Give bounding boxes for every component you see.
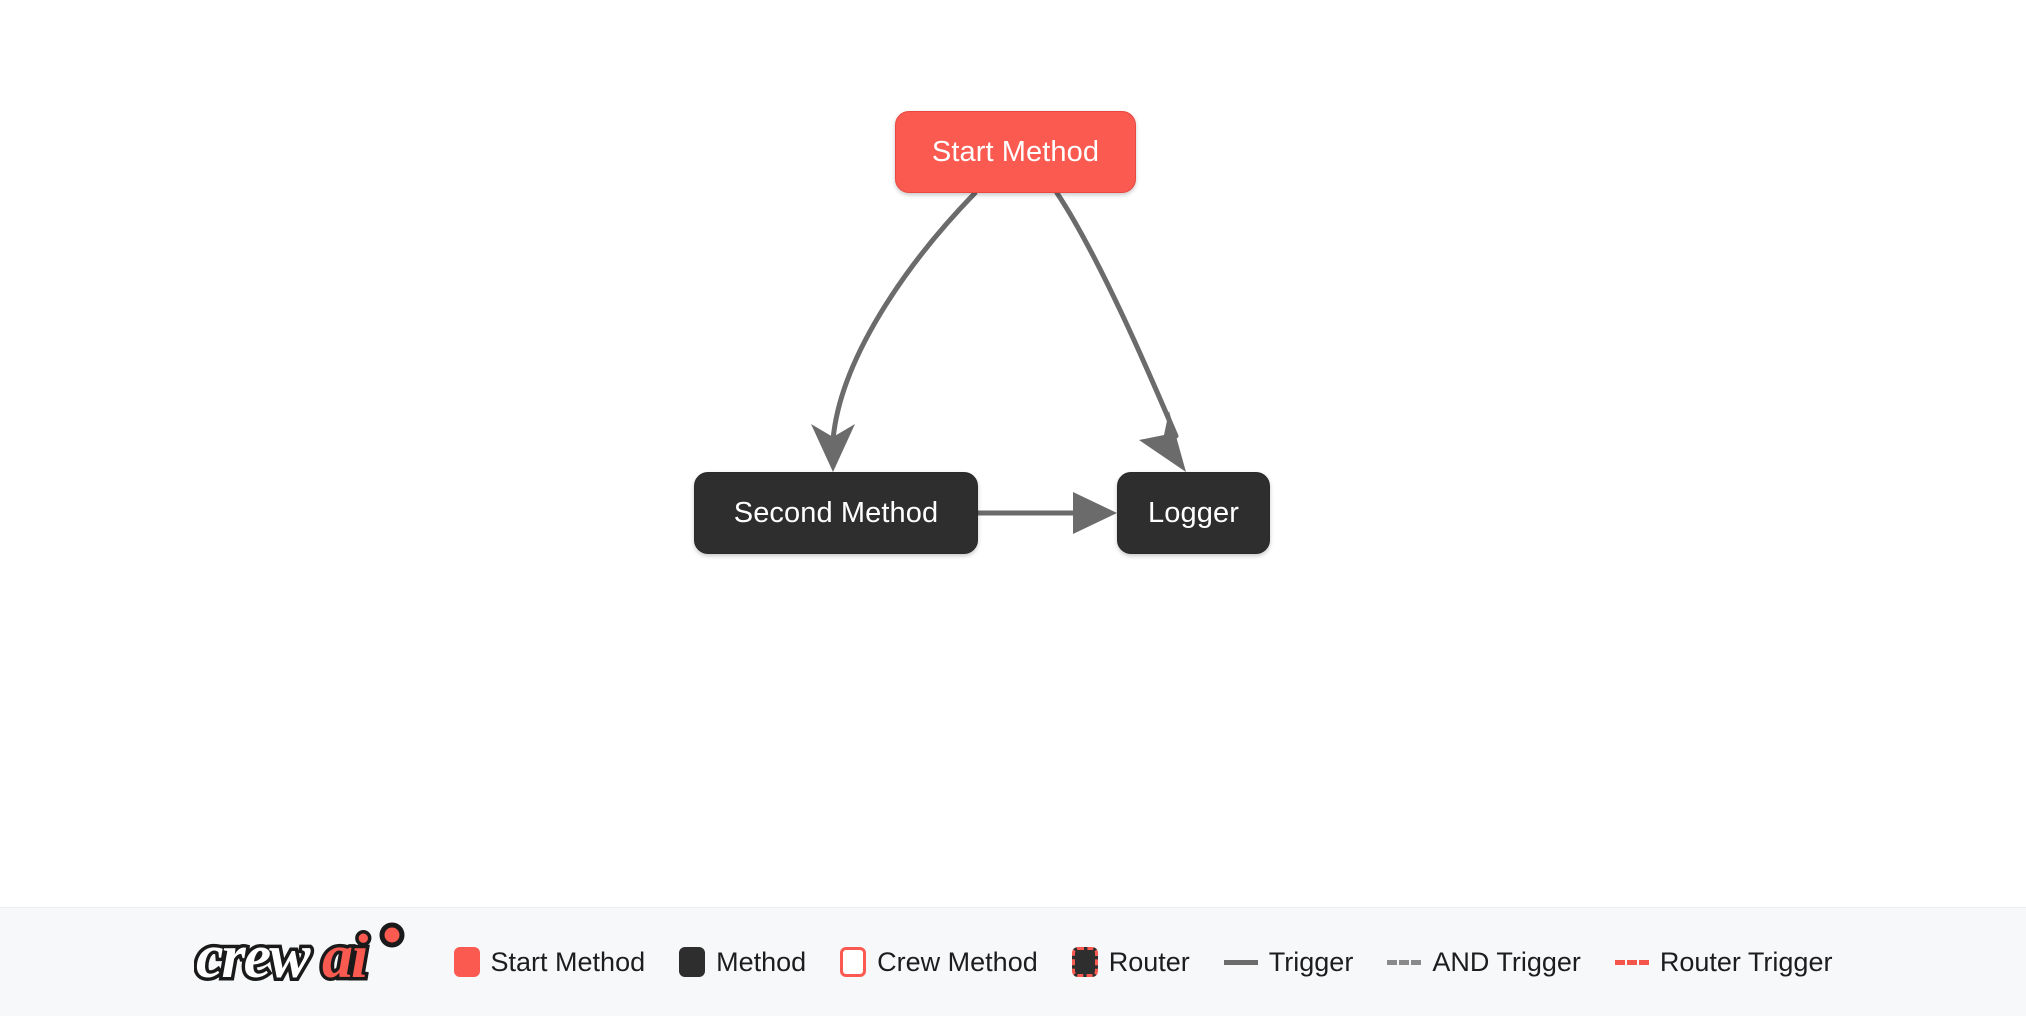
legend-item-router-label: Router — [1108, 946, 1190, 977]
legend-item-and-trigger[interactable]: AND Trigger — [1387, 947, 1581, 978]
start-method-swatch-icon — [453, 947, 480, 977]
router-trigger-line-icon — [1614, 959, 1649, 965]
edge-start-to-second — [811, 190, 978, 472]
legend-item-crew-method-label: Crew Method — [877, 946, 1038, 977]
and-trigger-line-icon — [1387, 959, 1422, 965]
edge-start-to-logger — [1054, 190, 1186, 472]
legend-item-method[interactable]: Method — [679, 947, 806, 978]
graph-canvas[interactable]: Start Method Second Method Logger — [0, 0, 2026, 907]
svg-text:crew: crew — [196, 923, 311, 991]
crewai-wordmark-icon: crew ai — [194, 921, 405, 995]
node-start-method[interactable]: Start Method — [895, 111, 1136, 193]
legend-item-and-trigger-label: AND Trigger — [1432, 946, 1581, 977]
method-swatch-icon — [679, 947, 706, 977]
legend-item-start-method-label: Start Method — [490, 946, 646, 977]
crew-method-swatch-icon — [840, 947, 867, 977]
node-start-method-label: Start Method — [931, 135, 1100, 168]
legend-item-start-method[interactable]: Start Method — [453, 946, 646, 978]
node-second-method-label: Second Method — [733, 496, 939, 529]
crewai-logo: crew ai — [194, 921, 418, 997]
legend-item-router-trigger[interactable]: Router Trigger — [1614, 946, 1833, 978]
legend-item-crew-method[interactable]: Crew Method — [840, 947, 1038, 978]
legend-item-router-trigger-label: Router Trigger — [1659, 946, 1833, 977]
edge-second-to-logger — [978, 492, 1117, 534]
legend-item-method-label: Method — [716, 946, 807, 977]
legend-bar: crew ai Start Method Method Crew — [0, 907, 2026, 1016]
legend-item-trigger-label: Trigger — [1268, 946, 1354, 977]
svg-text:ai: ai — [322, 923, 368, 991]
node-logger[interactable]: Logger — [1117, 472, 1270, 554]
trigger-line-icon — [1223, 959, 1258, 965]
legend-item-trigger[interactable]: Trigger — [1223, 946, 1354, 978]
node-second-method[interactable]: Second Method — [694, 472, 978, 554]
node-logger-label: Logger — [1148, 496, 1239, 529]
router-swatch-icon — [1071, 947, 1098, 977]
legend-item-router[interactable]: Router — [1071, 946, 1190, 978]
